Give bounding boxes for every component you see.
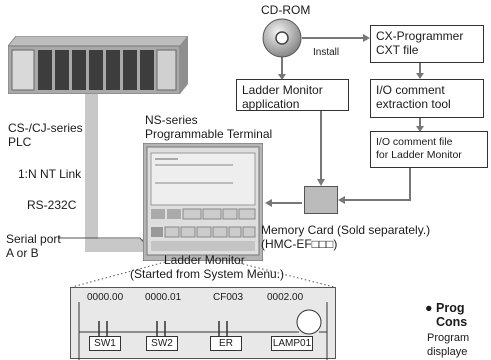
cxp-line2: CXT file [376,43,419,57]
ladder-app-line2: application [242,97,300,111]
memory-card-line2: (HMC-EF□□□) [261,237,338,251]
ladder-address-1: 0000.00 [87,292,124,303]
arrow-head [278,74,286,80]
ladder-monitor-app-box: Ladder Monitor application [236,79,349,111]
ns-terminal [142,142,264,262]
arrow-head [363,34,370,42]
arrow-head [265,199,272,207]
side-body-line1: Program [427,332,470,344]
file-to-card-line [343,168,411,201]
plc-cable-horizontal [85,239,145,252]
serial-port-line1: Serial port [6,232,61,246]
plc-label-line2: PLC [8,135,32,149]
io-file-line1: I/O comment file [376,136,453,148]
io-comment-file-box: I/O comment file for Ladder Monitor [370,131,488,168]
zoom-line-left [71,261,166,288]
side-heading-line2: Cons [436,315,468,329]
memory-card-line1: Memory Card (Sold separately.) [261,223,431,237]
side-body-line2: displaye [427,346,468,358]
side-heading-line1: ● Prog [425,301,465,315]
cdrom-disc-icon [262,18,302,58]
plc-label-line1: CS-/CJ-series [8,121,83,135]
serial-port-line2: A or B [6,246,39,260]
io-tool-line2: extraction tool [376,97,451,111]
arrow-head [317,179,325,186]
terminal-illustration [142,142,264,262]
coil-circle [296,309,322,335]
memory-card-icon [304,186,338,214]
terminal-label-line1: NS-series [145,113,198,127]
plc-unit [6,35,190,95]
ladder-diagram: 0000.00 0000.01 CF003 0002.00 SW1 SW2 ER… [70,287,336,360]
arrow-head [416,126,424,132]
cx-programmer-box: CX-Programmer CXT file [370,25,484,63]
coil-label-lamp01: LAMP01 [271,336,313,351]
rs232c-label: RS-232C [27,198,77,212]
plc-illustration [6,35,190,95]
arrow-head [416,73,424,79]
ladder-address-4: 0002.00 [267,292,304,303]
ladder-app-line1: Ladder Monitor [242,83,323,97]
ladder-monitor-subtitle: (Started from System Menu.) [130,267,285,281]
arrow-head [338,196,345,204]
ladder-address-2: 0000.01 [145,292,182,303]
nt-link-label: 1:N NT Link [18,167,82,181]
ladder-address-3: CF003 [213,292,244,303]
install-label: Install [313,47,340,58]
zoom-line-right [234,261,335,288]
contact-label-sw1: SW1 [89,336,121,351]
contact-label-sw2: SW2 [146,336,178,351]
io-tool-line1: I/O comment [376,83,445,97]
ladder-monitor-title: Ladder Monitor [164,253,245,267]
io-comment-tool-box: I/O comment extraction tool [370,79,484,118]
plc-cable [85,92,98,252]
terminal-label-line2: Programmable Terminal [145,127,273,141]
cdrom-label: CD-ROM [261,3,311,17]
contact-label-er: ER [210,336,242,351]
cxp-line1: CX-Programmer [376,29,464,43]
io-file-line2: for Ladder Monitor [376,149,462,161]
